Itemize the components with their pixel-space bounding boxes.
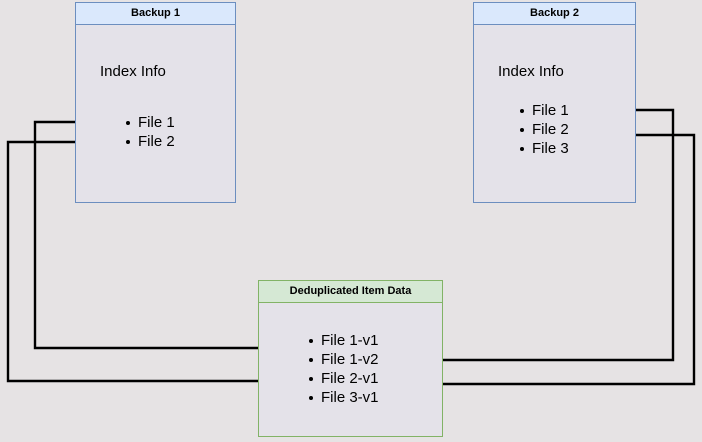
list-item[interactable]: File 1-v2: [307, 350, 379, 369]
node-backup-1-file-list: File 1 File 2: [124, 113, 175, 151]
node-backup-1[interactable]: Backup 1 Index Info File 1 File 2: [75, 2, 236, 203]
node-deduplicated-item-data-header: Deduplicated Item Data: [259, 281, 442, 303]
node-deduplicated-item-data-file-list: File 1-v1 File 1-v2 File 2-v1 File 3-v1: [307, 331, 379, 407]
list-item[interactable]: File 3-v1: [307, 388, 379, 407]
list-item[interactable]: File 2: [124, 132, 175, 151]
node-backup-2-index-info-label: Index Info: [498, 63, 564, 80]
node-backup-2-file-list: File 1 File 2 File 3: [518, 101, 569, 158]
list-item[interactable]: File 2-v1: [307, 369, 379, 388]
node-backup-2-body: Index Info File 1 File 2 File 3: [474, 25, 635, 202]
list-item[interactable]: File 1: [518, 101, 569, 120]
node-deduplicated-item-data[interactable]: Deduplicated Item Data File 1-v1 File 1-…: [258, 280, 443, 437]
node-backup-1-body: Index Info File 1 File 2: [76, 25, 235, 202]
node-backup-1-index-info-label: Index Info: [100, 63, 166, 80]
node-deduplicated-item-data-body: File 1-v1 File 1-v2 File 2-v1 File 3-v1: [259, 303, 442, 436]
list-item[interactable]: File 1: [124, 113, 175, 132]
list-item[interactable]: File 2: [518, 120, 569, 139]
list-item[interactable]: File 3: [518, 139, 569, 158]
node-backup-2-header: Backup 2: [474, 3, 635, 25]
node-backup-2[interactable]: Backup 2 Index Info File 1 File 2 File 3: [473, 2, 636, 203]
node-backup-1-header: Backup 1: [76, 3, 235, 25]
list-item[interactable]: File 1-v1: [307, 331, 379, 350]
